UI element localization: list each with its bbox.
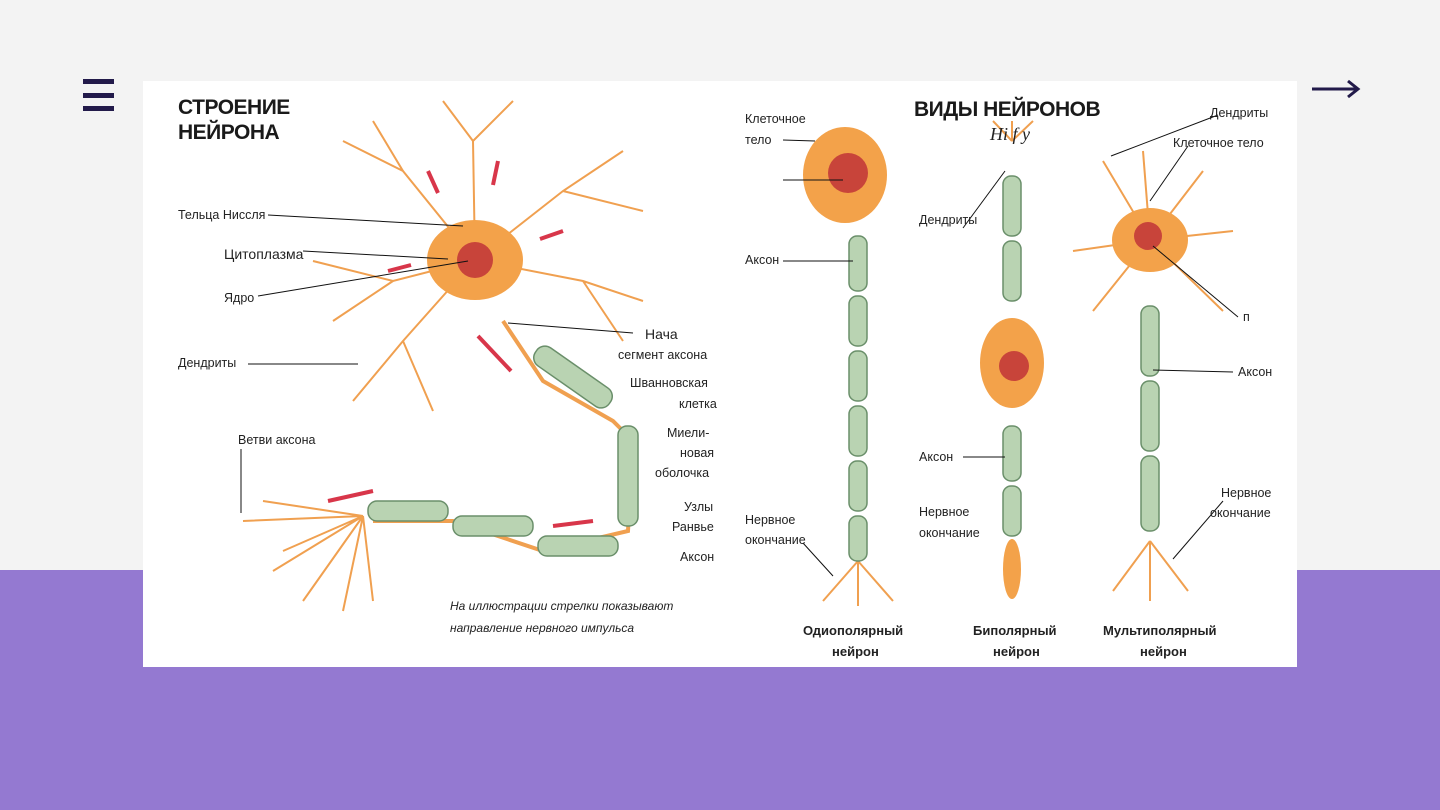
uni-body-1: Клеточное [745,112,806,126]
uni-axon: Аксон [745,253,780,267]
neuron-illustrations [240,100,1239,612]
uni-end-1: Нервное [745,513,796,527]
uni-name-2: нейрон [832,644,879,659]
label-dendrites: Дендриты [178,356,237,370]
arrow-right-icon[interactable] [1310,76,1362,102]
caption-line-1: На иллюстрации стрелки показывают [450,599,674,613]
multi-body: Клеточное тело [1173,136,1264,150]
multi-end-2: окончание [1210,506,1271,520]
types-title: ВИДЫ НЕЙРОНОВ [914,98,1101,121]
bi-scribble: Hi f y [990,124,1030,144]
label-ranvier-1: Узлы [684,500,714,514]
uni-body-2: тело [745,133,772,147]
myelin-sheaths [367,175,1160,562]
impulse-arrows [327,160,594,528]
caption-line-2: направление нервного импульса [450,621,635,635]
label-nucleus: Ядро [224,291,255,305]
uni-end-2: окончание [745,533,806,547]
multi-n: п [1243,310,1250,324]
label-myelin-1: Миели- [667,426,710,440]
cell-bodies [427,127,1188,599]
bi-end-1: Нервное [919,505,970,519]
uni-name-1: Одиополярный [803,623,904,638]
bi-name-1: Биполярный [973,623,1057,638]
title-line-2: НЕЙРОНА [178,121,280,145]
multi-name-1: Мультиполярный [1103,623,1217,638]
multi-end-1: Нервное [1221,486,1272,500]
label-nissl: Тельца Ниссля [178,208,266,222]
multi-name-2: нейрон [1140,644,1187,659]
bi-name-2: нейрон [993,644,1040,659]
bi-axon: Аксон [919,450,954,464]
dendrites [242,100,1234,612]
label-axon-branches: Ветви аксона [238,433,316,447]
label-schwann-1: Шванновская [630,376,708,390]
title-line-1: СТРОЕНИЕ [178,96,290,119]
label-schwann-2: клетка [679,397,717,411]
label-initial-1: Нача [645,326,678,342]
multi-dendrites: Дендриты [1210,106,1269,120]
hamburger-menu-icon[interactable] [83,79,114,112]
label-ranvier-2: Ранвье [672,520,714,534]
label-myelin-3: оболочка [655,466,710,480]
label-initial-2: сегмент аксона [618,348,708,362]
label-cytoplasm: Цитоплазма [224,246,304,262]
multi-axon: Аксон [1238,365,1273,379]
label-myelin-2: новая [680,446,715,460]
label-axon: Аксон [680,550,715,564]
bi-dendrites: Дендриты [919,213,978,227]
bi-end-2: окончание [919,526,980,540]
label-pointers [240,114,1239,577]
